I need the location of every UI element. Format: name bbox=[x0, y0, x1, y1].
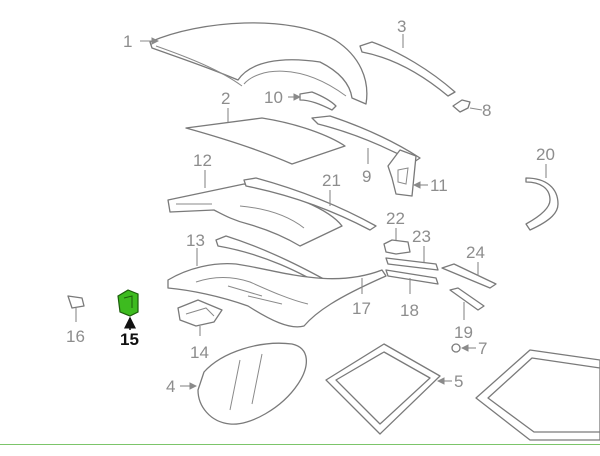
part-17-main-frame[interactable] bbox=[167, 262, 387, 328]
footer-divider bbox=[0, 444, 600, 445]
part-21-rail[interactable] bbox=[243, 177, 377, 231]
label-13[interactable]: 13 bbox=[186, 231, 205, 250]
label-17[interactable]: 17 bbox=[352, 299, 371, 318]
label-5[interactable]: 5 bbox=[454, 372, 463, 391]
label-22[interactable]: 22 bbox=[386, 209, 405, 228]
label-12[interactable]: 12 bbox=[193, 151, 212, 170]
part-2-roof-pad[interactable] bbox=[185, 117, 346, 165]
label-18[interactable]: 18 bbox=[400, 301, 419, 320]
part-14-mechanism[interactable] bbox=[177, 299, 223, 327]
label-20[interactable]: 20 bbox=[536, 145, 555, 164]
part-22-clip[interactable] bbox=[383, 239, 411, 255]
label-7[interactable]: 7 bbox=[478, 339, 487, 358]
part-15-highlighted[interactable] bbox=[117, 289, 139, 317]
part-4-glass-panel[interactable] bbox=[197, 342, 307, 425]
label-21[interactable]: 21 bbox=[322, 171, 341, 190]
part-11-corner-bracket[interactable] bbox=[387, 149, 417, 197]
part-20-curved-seal[interactable] bbox=[525, 177, 559, 231]
part-1-roof-panel[interactable] bbox=[149, 22, 368, 105]
label-14[interactable]: 14 bbox=[190, 343, 209, 362]
label-10[interactable]: 10 bbox=[264, 88, 283, 107]
label-8[interactable]: 8 bbox=[482, 101, 491, 120]
label-16[interactable]: 16 bbox=[66, 327, 85, 346]
label-9[interactable]: 9 bbox=[362, 167, 371, 186]
label-2[interactable]: 2 bbox=[221, 89, 230, 108]
part-23-strip[interactable] bbox=[385, 257, 439, 271]
part-5-glass-frame[interactable] bbox=[325, 343, 441, 435]
part-10-clip[interactable] bbox=[299, 91, 337, 111]
part-7-screw[interactable] bbox=[451, 343, 461, 353]
label-24[interactable]: 24 bbox=[466, 243, 485, 262]
label-4[interactable]: 4 bbox=[166, 377, 175, 396]
part-3-trim-strip[interactable] bbox=[359, 41, 456, 97]
label-11[interactable]: 11 bbox=[430, 176, 448, 195]
part-24-strip[interactable] bbox=[441, 263, 497, 289]
label-1[interactable]: 1 bbox=[123, 32, 132, 51]
part-6-seal-ring-partial[interactable] bbox=[475, 349, 600, 441]
part-16-clip[interactable] bbox=[67, 295, 85, 309]
part-19-strip[interactable] bbox=[449, 287, 485, 311]
part-18-strip[interactable] bbox=[385, 269, 439, 285]
label-23[interactable]: 23 bbox=[412, 227, 431, 246]
label-19[interactable]: 19 bbox=[454, 323, 473, 342]
label-3[interactable]: 3 bbox=[397, 17, 406, 36]
label-15[interactable]: 15 bbox=[120, 330, 139, 349]
part-8-bracket[interactable] bbox=[452, 99, 471, 113]
